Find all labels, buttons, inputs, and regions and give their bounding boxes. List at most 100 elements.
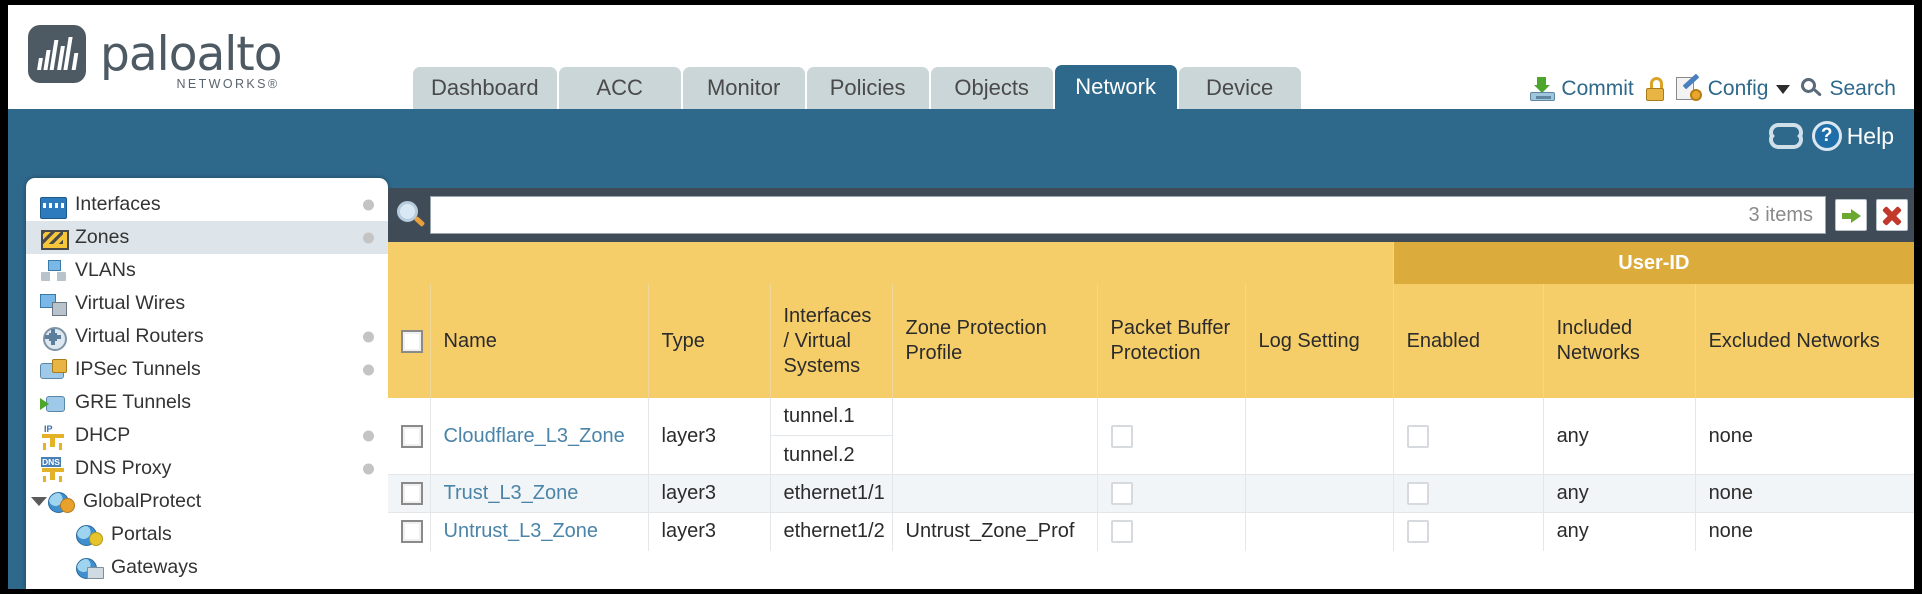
sidebar-item-gateways[interactable]: Gateways: [26, 551, 388, 584]
commit-button[interactable]: Commit: [1530, 77, 1634, 101]
sidebar-item-label: Zones: [75, 226, 130, 248]
brand-tagline: NETWORKS®: [176, 76, 280, 91]
row-checkbox[interactable]: [401, 482, 423, 506]
sidebar-nav-list: Interfaces Zones VLANs Virtual Wires Vir…: [26, 178, 388, 584]
cell-interfaces: ethernet1/2: [770, 512, 893, 551]
table-row[interactable]: Trust_L3_Zone layer3 ethernet1/1 any: [388, 474, 1914, 513]
search-input[interactable]: [443, 203, 1739, 227]
sidebar-item-ipsec-tunnels[interactable]: IPSec Tunnels: [26, 353, 388, 386]
cell-name: Trust_L3_Zone: [430, 474, 649, 513]
zones-table: User-ID Name Type Interfaces / Virtual S…: [388, 242, 1914, 551]
sidebar-item-label: DHCP: [75, 424, 131, 446]
sub-toolbar-actions: ? Help: [1768, 121, 1894, 151]
help-button[interactable]: ? Help: [1811, 121, 1894, 151]
help-label: Help: [1846, 122, 1894, 149]
tab-policies[interactable]: Policies: [806, 67, 929, 109]
search-icon[interactable]: [396, 200, 426, 230]
sidebar-item-vlans[interactable]: VLANs: [26, 254, 388, 287]
row-checkbox[interactable]: [401, 424, 423, 448]
refresh-icon[interactable]: [1768, 123, 1803, 149]
tab-monitor[interactable]: Monitor: [682, 67, 805, 109]
cell-name: Untrust_L3_Zone: [430, 512, 649, 551]
sidebar-item-virtual-routers[interactable]: Virtual Routers: [26, 320, 388, 353]
interface-item: tunnel.2: [783, 443, 855, 466]
column-header-zone-protection-profile[interactable]: Zone Protection Profile: [892, 284, 1098, 398]
sidebar-item-label: Virtual Wires: [75, 292, 186, 314]
userid-enabled-checkbox[interactable]: [1406, 520, 1429, 544]
packet-buffer-protection-checkbox[interactable]: [1110, 520, 1133, 544]
column-header-interfaces[interactable]: Interfaces / Virtual Systems: [770, 284, 893, 398]
apply-filter-icon[interactable]: [1835, 199, 1867, 231]
item-count-label: 3 items: [1748, 203, 1813, 226]
cell-type: layer3: [648, 512, 771, 551]
clear-filter-icon[interactable]: [1876, 199, 1908, 231]
row-select-cell: [388, 474, 431, 513]
virtual-routers-icon: [40, 326, 67, 351]
sidebar-item-gre-tunnels[interactable]: GRE Tunnels: [26, 386, 388, 419]
zone-name-link[interactable]: Untrust_L3_Zone: [443, 520, 599, 543]
table-row[interactable]: Untrust_L3_Zone layer3 ethernet1/2 Untru…: [388, 512, 1914, 551]
row-select-cell: [388, 512, 431, 551]
sidebar-item-globalprotect[interactable]: GlobalProtect: [26, 485, 388, 518]
table-body: Cloudflare_L3_Zone layer3 tunnel.1 tunne…: [388, 398, 1914, 551]
search-field-wrapper[interactable]: 3 items: [430, 196, 1826, 234]
tab-network[interactable]: Network: [1054, 65, 1177, 109]
sidebar-item-virtual-wires[interactable]: Virtual Wires: [26, 287, 388, 320]
cell-excluded-networks: none: [1695, 398, 1914, 475]
tab-device[interactable]: Device: [1178, 67, 1301, 109]
tab-acc[interactable]: ACC: [558, 67, 681, 109]
cell-packet-buffer-protection: [1097, 474, 1246, 513]
zones-icon: [40, 227, 69, 250]
column-header-excluded-networks[interactable]: Excluded Networks: [1695, 284, 1914, 398]
column-header-log-setting[interactable]: Log Setting: [1245, 284, 1394, 398]
row-checkbox[interactable]: [401, 520, 423, 544]
sidebar-item-dhcp[interactable]: IP DHCP: [26, 419, 388, 452]
lock-icon[interactable]: [1645, 77, 1665, 101]
sidebar-item-label: Portals: [111, 523, 172, 545]
top-brand-bar: paloalto NETWORKS® Dashboard ACC Monitor…: [8, 5, 1914, 109]
sidebar-item-label: VLANs: [75, 259, 136, 281]
column-header-packet-buffer-protection[interactable]: Packet Buffer Protection: [1097, 284, 1246, 398]
cell-userid-enabled: [1393, 474, 1544, 513]
search-label: Search: [1829, 77, 1896, 100]
sidebar-item-interfaces[interactable]: Interfaces: [26, 188, 388, 221]
expand-collapse-twisty-icon[interactable]: [30, 497, 48, 506]
brand-logo: paloalto NETWORKS®: [28, 25, 282, 90]
zone-name-link[interactable]: Trust_L3_Zone: [443, 482, 579, 504]
column-header-userid-enabled[interactable]: Enabled: [1393, 284, 1544, 398]
network-sidebar: Interfaces Zones VLANs Virtual Wires Vir…: [26, 178, 388, 589]
cell-userid-enabled: [1393, 398, 1544, 475]
portals-icon: [76, 524, 103, 546]
cell-interfaces: ethernet1/1: [770, 474, 893, 513]
column-header-included-networks[interactable]: Included Networks: [1543, 284, 1696, 398]
cell-log-setting: [1245, 474, 1394, 513]
packet-buffer-protection-checkbox[interactable]: [1110, 482, 1133, 506]
sidebar-status-dot: [363, 463, 374, 474]
gre-tunnels-icon: [40, 392, 67, 414]
config-menu[interactable]: Config: [1675, 73, 1791, 101]
cell-interfaces: tunnel.1 tunnel.2: [770, 398, 893, 475]
top-action-bar: Commit Config Search: [1530, 73, 1896, 101]
column-header-name[interactable]: Name: [430, 284, 649, 398]
userid-enabled-checkbox[interactable]: [1406, 424, 1429, 448]
tab-dashboard[interactable]: Dashboard: [413, 67, 557, 109]
select-all-checkbox[interactable]: [401, 329, 423, 353]
interface-item: tunnel.1: [770, 398, 892, 436]
sidebar-item-dns-proxy[interactable]: DNS DNS Proxy: [26, 452, 388, 485]
sidebar-status-dot: [363, 199, 374, 210]
search-button[interactable]: Search: [1801, 77, 1896, 101]
zone-name-link[interactable]: Cloudflare_L3_Zone: [443, 424, 625, 447]
sub-toolbar: ? Help: [8, 109, 1914, 173]
packet-buffer-protection-checkbox[interactable]: [1110, 424, 1133, 448]
sidebar-item-portals[interactable]: Portals: [26, 518, 388, 551]
sidebar-item-label: DNS Proxy: [75, 457, 172, 479]
cell-zone-protection-profile: [892, 474, 1098, 513]
row-select-cell: [388, 398, 431, 475]
tab-objects[interactable]: Objects: [930, 67, 1053, 109]
userid-enabled-checkbox[interactable]: [1406, 482, 1429, 506]
sidebar-item-zones[interactable]: Zones: [26, 221, 388, 254]
column-header-type[interactable]: Type: [648, 284, 771, 398]
cell-packet-buffer-protection: [1097, 398, 1246, 475]
cell-included-networks: any: [1543, 512, 1696, 551]
cell-zone-protection-profile: Untrust_Zone_Prof: [892, 512, 1098, 551]
